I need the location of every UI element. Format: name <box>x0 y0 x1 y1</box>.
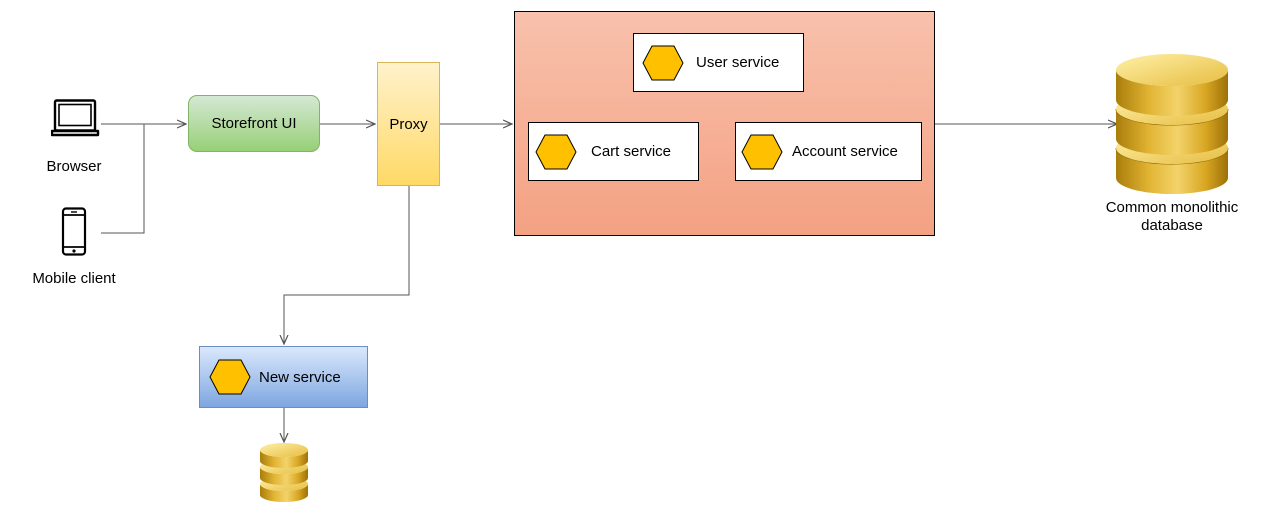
hexagon-icon <box>642 45 684 80</box>
proxy-node: Proxy <box>377 62 440 186</box>
mobile-to-storefront-connector <box>101 124 145 234</box>
storefront-ui-label: Storefront UI <box>211 115 297 132</box>
proxy-label: Proxy <box>389 116 428 133</box>
new-service-database-icon <box>260 443 308 502</box>
database-label-line2: database <box>1141 217 1203 234</box>
new-service-node: New service <box>199 346 368 408</box>
proxy-to-new-service-connector <box>284 186 410 344</box>
laptop-icon <box>51 99 100 137</box>
database-cylinder-icon <box>1115 54 1229 194</box>
hexagon-icon <box>535 134 577 169</box>
cart-service-node: Cart service <box>528 122 699 181</box>
database-label-line1: Common monolithic <box>1105 199 1239 216</box>
hexagon-icon <box>741 134 783 169</box>
mobile-client-label: Mobile client <box>32 270 116 287</box>
storefront-ui-node: Storefront UI <box>188 95 320 152</box>
new-service-label: New service <box>259 368 341 386</box>
user-service-label: User service <box>696 54 780 71</box>
cart-service-label: Cart service <box>591 143 672 160</box>
account-service-node: Account service <box>735 122 922 181</box>
smartphone-icon <box>61 207 87 256</box>
account-service-label: Account service <box>792 143 898 160</box>
hexagon-icon <box>209 359 251 395</box>
browser-label: Browser <box>46 158 102 175</box>
user-service-node: User service <box>633 33 804 92</box>
